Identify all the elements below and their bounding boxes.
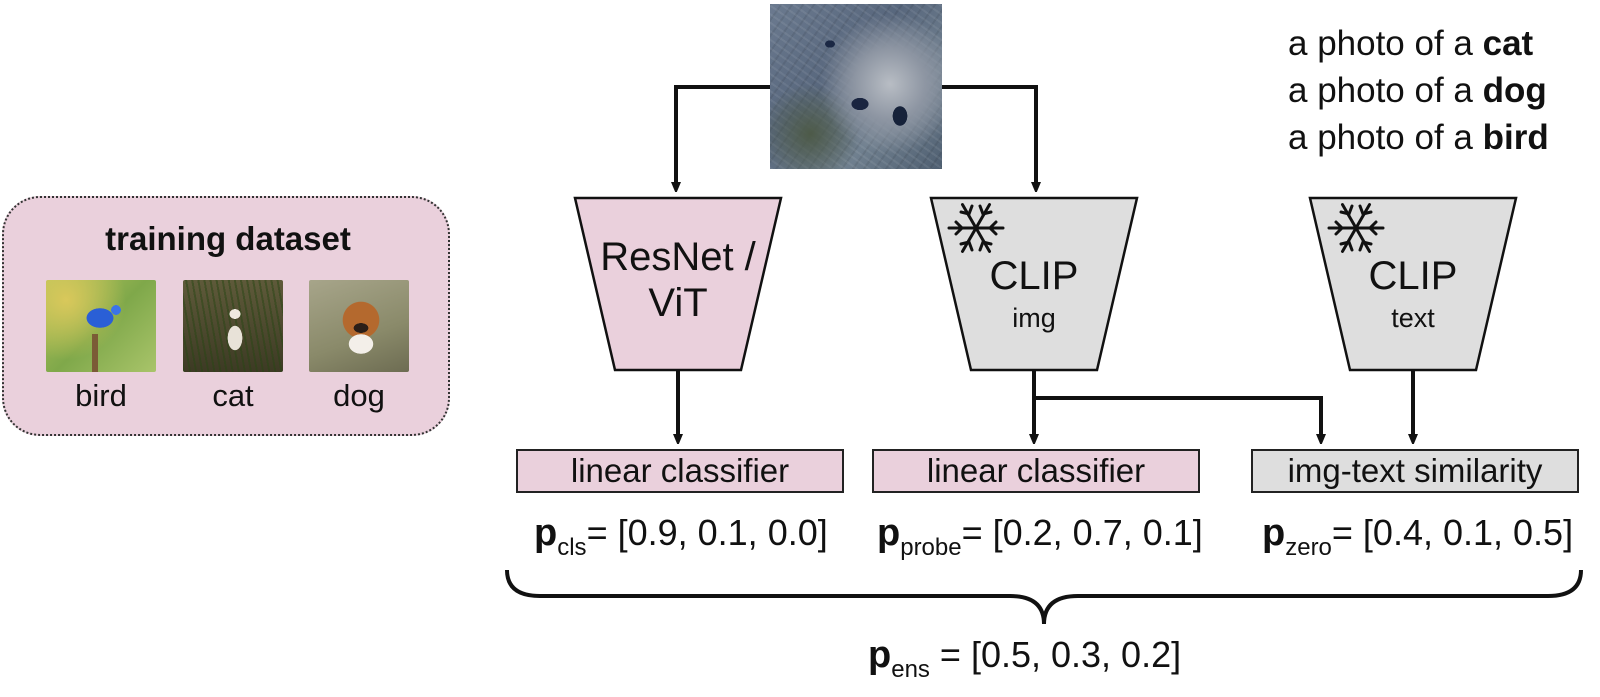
- resnet-encoder-label: ResNet / ViT: [595, 234, 761, 326]
- p-symbol: p: [534, 512, 558, 554]
- snowflake-icon-text: [1327, 203, 1385, 253]
- arrow-clip-img-to-similarity: [1034, 396, 1321, 440]
- prompt-line: a photo of a cat: [1288, 24, 1534, 63]
- p-symbol: p: [877, 512, 901, 554]
- clip-img-encoder-label: CLIP img: [951, 254, 1117, 334]
- arrow-image-to-clip-img: [942, 85, 1036, 188]
- clip-img-sub: img: [1012, 303, 1056, 333]
- ensemble-brace: [505, 569, 1583, 625]
- p-zero-formula: pzero= [0.4, 0.1, 0.5]: [1262, 512, 1573, 562]
- training-dataset-title: training dataset: [105, 220, 351, 257]
- p-subscript: probe: [900, 534, 962, 561]
- p-subscript: ens: [891, 656, 930, 683]
- linear-classifier-box-2: linear classifier: [872, 449, 1200, 493]
- linear-classifier-box-1: linear classifier: [516, 449, 844, 493]
- arrow-image-to-resnet: [676, 85, 770, 188]
- p-subscript: cls: [557, 534, 587, 561]
- snowflake-icon: [947, 203, 1005, 253]
- p-symbol: p: [868, 634, 892, 676]
- dog-image: [309, 280, 409, 372]
- prompt-line: a photo of a dog: [1288, 71, 1547, 110]
- p-subscript: zero: [1285, 534, 1332, 561]
- clip-img-title: CLIP: [989, 254, 1079, 298]
- bird-image: [46, 280, 156, 372]
- p-symbol: p: [1262, 512, 1286, 554]
- resnet-encoder-shape: [573, 196, 783, 372]
- p-cls-formula: pcls= [0.9, 0.1, 0.0]: [534, 512, 828, 562]
- p-probe-formula: pprobe= [0.2, 0.7, 0.1]: [877, 512, 1203, 562]
- bird-label: bird: [75, 378, 127, 413]
- p-value: = [0.4, 0.1, 0.5]: [1331, 512, 1574, 553]
- input-satellite-image: [770, 4, 942, 169]
- training-dataset-panel: training dataset bird cat dog: [2, 196, 450, 436]
- resnet-label-line1: ResNet /: [600, 235, 756, 279]
- clip-text-title: CLIP: [1368, 254, 1458, 298]
- p-value: = [0.5, 0.3, 0.2]: [929, 634, 1182, 675]
- clip-text-encoder-shape: [1308, 196, 1518, 372]
- clip-text-sub: text: [1391, 303, 1435, 333]
- cat-label: cat: [212, 378, 254, 413]
- p-ens-formula: pens = [0.5, 0.3, 0.2]: [868, 634, 1181, 684]
- img-text-similarity-box: img-text similarity: [1251, 449, 1579, 493]
- cat-image: [183, 280, 283, 372]
- p-value: = [0.9, 0.1, 0.0]: [586, 512, 828, 553]
- prompt-line: a photo of a bird: [1288, 118, 1549, 157]
- resnet-label-line2: ViT: [648, 281, 708, 325]
- clip-text-encoder-label: CLIP text: [1330, 254, 1496, 334]
- text-prompts: a photo of a cat a photo of a dog a phot…: [1288, 20, 1549, 161]
- dog-label: dog: [333, 378, 385, 413]
- p-value: = [0.2, 0.7, 0.1]: [961, 512, 1203, 553]
